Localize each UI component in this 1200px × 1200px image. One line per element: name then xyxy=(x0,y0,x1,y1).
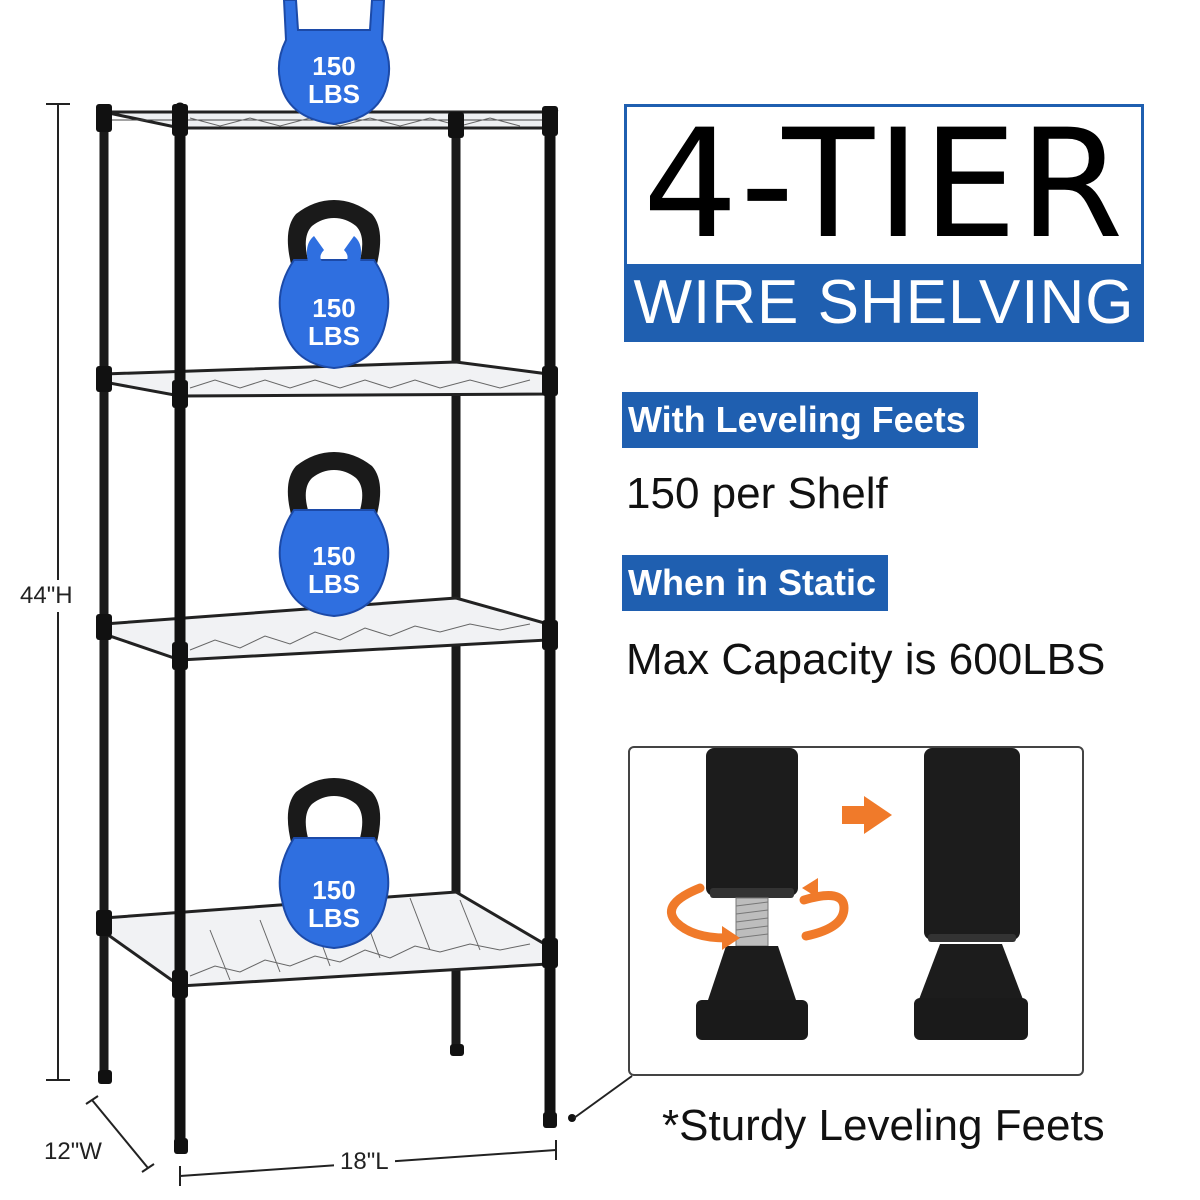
kettlebell-unit: LBS xyxy=(308,569,360,599)
kettlebell-icon xyxy=(277,0,391,126)
kettlebell-icon xyxy=(278,452,390,618)
feature-text-per-shelf: 150 per Shelf xyxy=(626,469,888,518)
kettlebell-weight: 150 xyxy=(312,51,356,81)
title-sub: WIRE SHELVING xyxy=(624,264,1144,342)
kettlebell-unit: LBS xyxy=(308,79,360,109)
width-dimension-line xyxy=(85,1095,155,1173)
kettlebell-weight: 150 xyxy=(312,541,356,571)
kettlebell-icon xyxy=(278,778,390,950)
kettlebell-unit: LBS xyxy=(308,321,360,351)
feature-text-max-capacity: Max Capacity is 600LBS xyxy=(626,635,1106,684)
title-main: 4-TIER xyxy=(642,98,1126,272)
feature-tag-static: When in Static xyxy=(622,555,889,611)
rotate-arrow-icon xyxy=(667,883,849,943)
post-clips xyxy=(96,104,558,998)
kettlebell-tier-3: 150 LBS xyxy=(274,452,394,618)
detail-pointer-line xyxy=(573,1075,633,1119)
kettlebell-weight: 150 xyxy=(312,293,356,323)
thread-screw xyxy=(735,897,769,947)
detail-caption: *Sturdy Leveling Feets xyxy=(662,1101,1105,1150)
kettlebell-top: 150 LBS xyxy=(276,0,392,126)
height-dimension-label: 44"H xyxy=(20,580,73,612)
kettlebell-icon xyxy=(278,200,390,370)
kettlebell-unit: LBS xyxy=(308,903,360,933)
length-dimension-label: 18"L xyxy=(334,1148,395,1176)
feature-tag-leveling: With Leveling Feets xyxy=(622,392,978,448)
leveling-feet-illustration xyxy=(667,748,1028,1040)
kettlebell-tier-2: 150 LBS xyxy=(274,200,394,370)
kettlebell-tier-4: 150 LBS xyxy=(274,778,394,950)
right-arrow-icon xyxy=(842,796,892,834)
leveling-feet-detail xyxy=(628,746,1084,1076)
width-dimension-label: 12"W xyxy=(44,1138,102,1166)
shelf-feet xyxy=(98,1044,557,1154)
kettlebell-weight: 150 xyxy=(312,875,356,905)
